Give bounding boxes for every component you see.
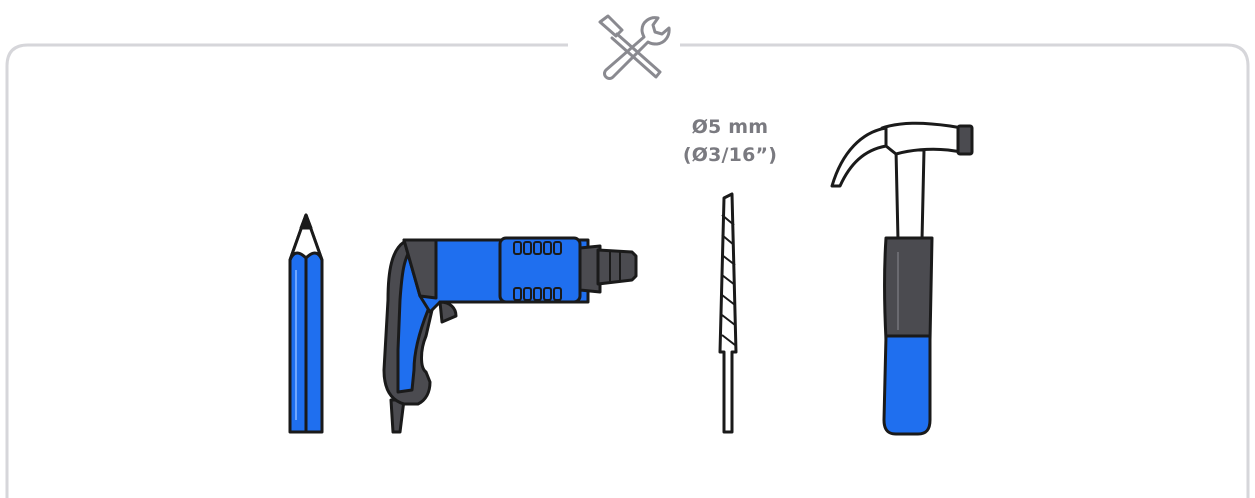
claw-hammer-icon xyxy=(830,121,974,436)
panel-frame xyxy=(5,43,1250,498)
hammer-drill-icon xyxy=(382,236,638,434)
pencil-icon xyxy=(288,213,324,434)
drill-bit-icon xyxy=(718,192,738,434)
drill-bit-size-label: Ø5 mm xyxy=(691,116,769,138)
wrench-screwdriver-icon xyxy=(598,14,671,80)
drill-bit-size-label-imperial: (Ø3/16”) xyxy=(682,144,778,166)
